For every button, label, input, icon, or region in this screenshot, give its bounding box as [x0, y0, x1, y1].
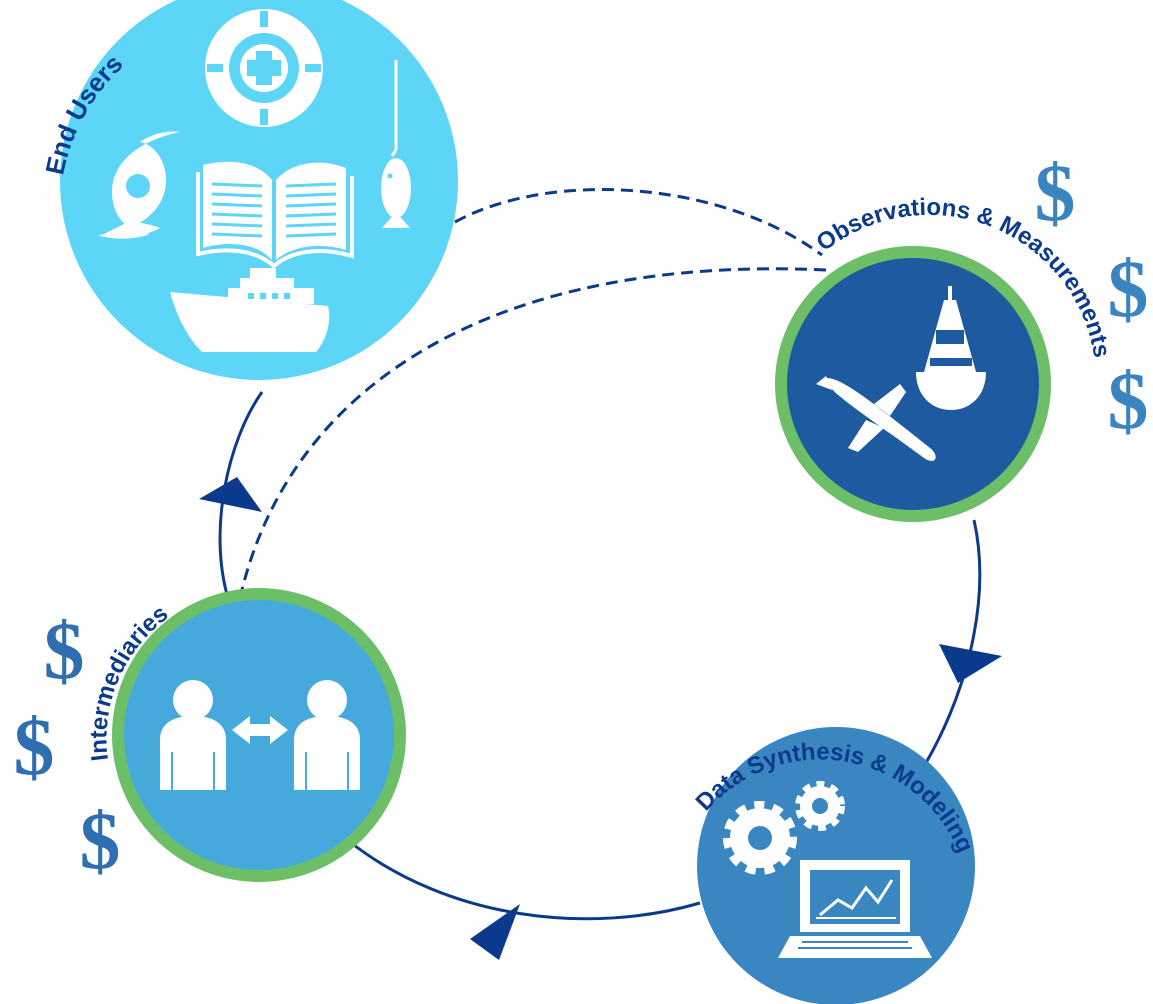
open-book-icon — [196, 161, 354, 269]
arrowhead-down — [939, 644, 1002, 683]
node-observations: Observations & Measurements — [775, 194, 1115, 522]
node-data-synthesis: Data Synthesis & Modeling — [691, 727, 979, 1004]
laptop-chart-icon — [778, 860, 932, 958]
lifebuoy-icon — [205, 9, 323, 127]
dollar-sign: $ — [14, 701, 55, 792]
fish-icon — [381, 60, 411, 228]
dollar-sign: $ — [80, 795, 121, 886]
dollar-sign: $ — [1035, 147, 1076, 238]
ship-icon — [170, 268, 330, 352]
hurricane-icon — [98, 131, 180, 239]
flow-obs-to-synthesis — [916, 519, 982, 777]
dashed-link-upper — [454, 188, 823, 257]
glider-icon — [816, 376, 936, 461]
gears-icon — [723, 781, 845, 875]
flow-lines — [199, 188, 1002, 960]
dollar-signs-left: $ $ $ — [14, 605, 121, 886]
flow-synthesis-to-intermediaries — [349, 840, 701, 921]
arrowhead-left — [470, 904, 520, 960]
dollar-sign: $ — [1108, 243, 1149, 334]
dollar-signs-right: $ $ $ — [1035, 147, 1149, 446]
dollar-sign: $ — [44, 605, 85, 696]
node-end-users: End Users — [39, 0, 458, 380]
buoy-icon — [916, 286, 986, 410]
dashed-link-long — [238, 267, 827, 599]
dollar-sign: $ — [1108, 355, 1149, 446]
arrowhead-up — [199, 477, 262, 512]
two-people-exchange-icon — [160, 680, 360, 790]
node-intermediaries: Intermediaries — [85, 588, 406, 882]
